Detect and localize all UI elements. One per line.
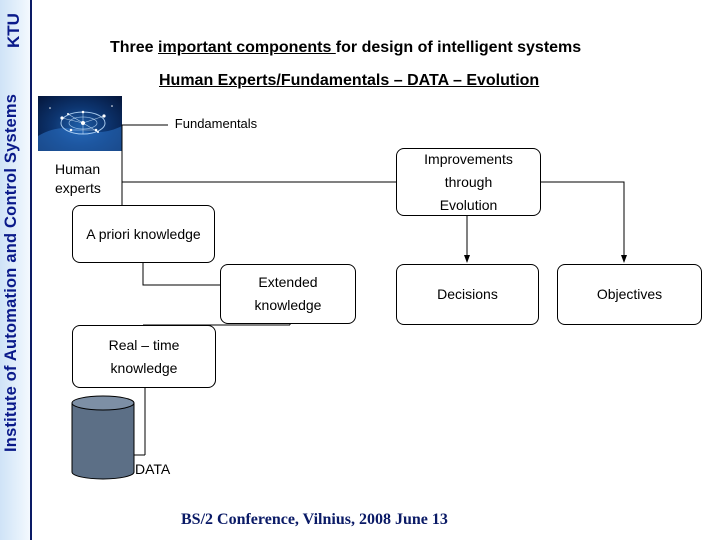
slide-title-start: Three xyxy=(110,39,159,56)
network-brain-image xyxy=(38,96,122,151)
objectives-node: Objectives xyxy=(557,264,702,325)
network-graphic xyxy=(38,105,122,151)
connector-fundamentals-to-apriori xyxy=(121,124,168,205)
slide-title-underlined: important components xyxy=(158,39,336,56)
data-label: DATA xyxy=(135,461,171,477)
sidebar-divider xyxy=(30,0,32,540)
sidebar xyxy=(0,0,30,540)
decisions-node: Decisions xyxy=(396,264,539,325)
network-nodes xyxy=(49,105,113,133)
realtime-knowledge-node: Real – time knowledge xyxy=(72,325,216,388)
footer-caption: BS/2 Conference, Vilnius, 2008 June 13 xyxy=(181,511,448,528)
arrow-apriori-to-extended xyxy=(142,262,249,288)
improvements-node: Improvements through Evolution xyxy=(396,148,541,216)
apriori-knowledge-node: A priori knowledge xyxy=(72,205,215,263)
slide-subtitle: Human Experts/Fundamentals – DATA – Evol… xyxy=(159,72,540,89)
wave-shape xyxy=(38,126,122,151)
slide-title: Three important components for design of… xyxy=(110,39,581,57)
database-cylinder-icon xyxy=(71,395,135,480)
arrow-evolution-to-objectives xyxy=(540,181,627,263)
slide-title-end: for design of intelligent systems xyxy=(335,39,582,56)
fundamentals-node: Fundamentals xyxy=(168,100,264,152)
extended-knowledge-node: Extended knowledge xyxy=(220,264,356,324)
human-experts-label: Human experts xyxy=(55,161,101,196)
